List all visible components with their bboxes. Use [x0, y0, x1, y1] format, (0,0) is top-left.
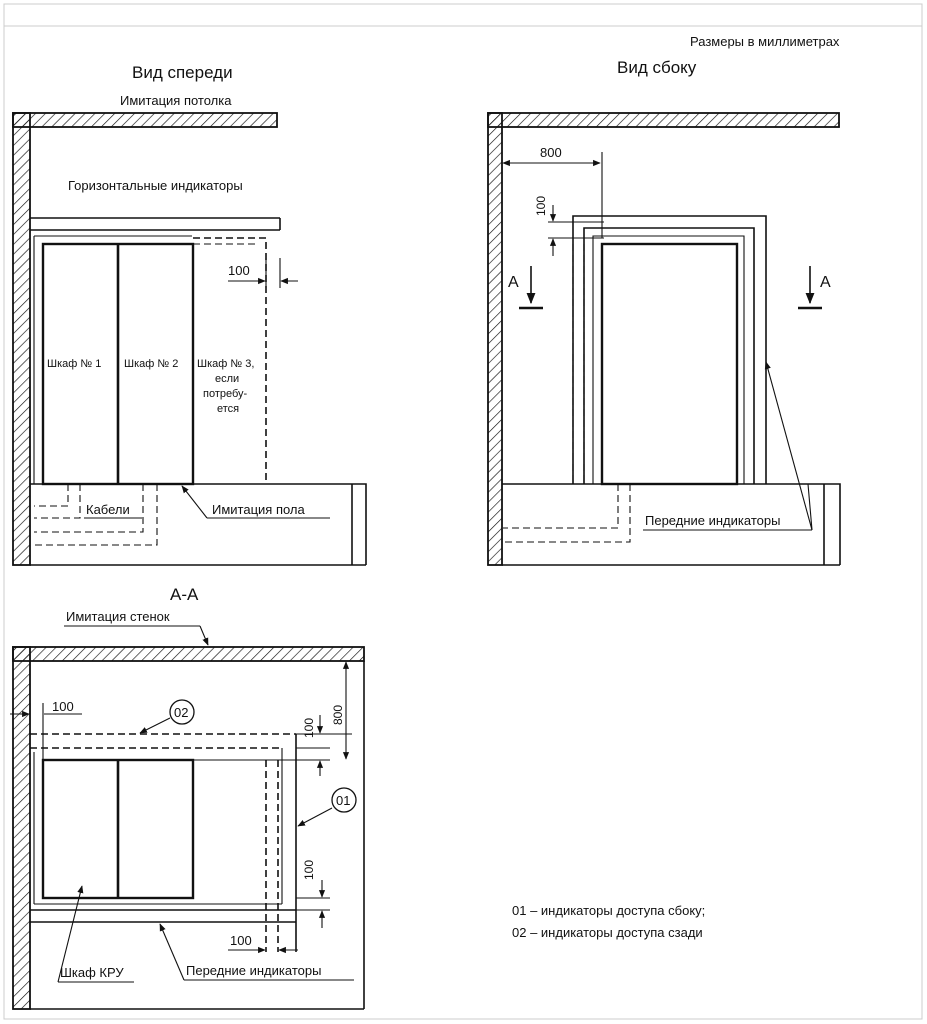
- plan-wall-hatch-top: [12, 646, 365, 662]
- cables-label: Кабели: [86, 502, 130, 517]
- side-indicator-frame: [583, 227, 755, 484]
- front-indicators-arrow: [764, 361, 813, 531]
- front-indicators-leader: [807, 483, 813, 531]
- dimension-label: 100: [302, 718, 316, 738]
- cable-line: [34, 484, 69, 507]
- dimension-label: 100: [230, 933, 252, 948]
- legend-01: 01 – индикаторы доступа сбоку;: [512, 903, 705, 918]
- side-floor-outline: [502, 483, 841, 565]
- cabinet3-label: ется: [217, 403, 239, 415]
- floor-label: Имитация пола: [212, 502, 306, 517]
- cabinet-kru-arrow: [57, 885, 84, 983]
- callout-02-label: 02: [174, 705, 188, 720]
- section-mark-left: А: [508, 274, 519, 291]
- callout-02-circle: [169, 699, 195, 725]
- floor-outline: [30, 483, 367, 565]
- front-view-title: Вид спереди: [132, 63, 233, 82]
- page-border: [3, 3, 923, 1020]
- cabinet3-dashed-outline: [193, 237, 267, 484]
- cable-line: [34, 484, 144, 533]
- callout-01-circle: [331, 787, 357, 813]
- cabinet2-label: Шкаф № 2: [124, 358, 178, 370]
- dimension-label: 800: [540, 145, 562, 160]
- cable-line: [34, 484, 81, 519]
- cabinet3-label: если: [215, 373, 239, 385]
- side-cabinet: [600, 242, 739, 486]
- side-indicator-frame: [592, 235, 745, 484]
- dimension-label: 100: [302, 860, 316, 880]
- ceiling-label: Имитация потолка: [120, 93, 232, 108]
- plan-front-indicators-arrow: [159, 923, 185, 981]
- side-wall-hatch: [487, 112, 503, 566]
- walls-label: Имитация стенок: [66, 609, 170, 624]
- front-view: Вид спереди Имитация потолка Горизонталь…: [12, 63, 367, 566]
- units-note: Размеры в миллиметрах: [690, 34, 840, 49]
- front-indicators-label: Передние индикаторы: [645, 513, 780, 528]
- dimension-label: 800: [331, 705, 345, 725]
- callout-01-arrow: [297, 807, 333, 827]
- plan-wall-hatch-left: [12, 646, 31, 1010]
- cabinet-kru-label: Шкаф КРУ: [60, 965, 124, 980]
- section-mark-right: А: [820, 274, 831, 291]
- horizontal-indicators-label: Горизонтальные индикаторы: [68, 178, 243, 193]
- callout-02-arrow: [139, 717, 171, 734]
- dimension-label: 100: [534, 196, 548, 216]
- cabinet1-label: Шкаф № 1: [47, 358, 101, 370]
- front-wall-hatch: [12, 112, 31, 566]
- floor-leader-arrow: [181, 485, 208, 519]
- side-ceiling-hatch: [487, 112, 840, 128]
- side-view: Вид сбоку 800 100 А А: [487, 58, 841, 566]
- side-cable-line: [503, 484, 631, 543]
- walls-leader-arrow: [199, 625, 209, 646]
- side-view-title: Вид сбоку: [617, 58, 697, 77]
- dimension-label: 100: [228, 263, 250, 278]
- legend-02: 02 – индикаторы доступа сзади: [512, 925, 703, 940]
- plan-front-indicators-label: Передние индикаторы: [186, 963, 321, 978]
- section-aa-title: А-А: [170, 585, 199, 604]
- dimension-label: 100: [52, 699, 74, 714]
- cable-line: [34, 484, 158, 546]
- cabinet3-label: Шкаф № 3,: [197, 358, 254, 370]
- callout-01-label: 01: [336, 793, 350, 808]
- ceiling-hatch: [12, 112, 278, 128]
- side-cable-line: [503, 484, 619, 529]
- section-aa-view: А-А Имитация стенок 100 02 800 100: [10, 585, 365, 1010]
- cabinet3-label: потребу-: [203, 388, 248, 400]
